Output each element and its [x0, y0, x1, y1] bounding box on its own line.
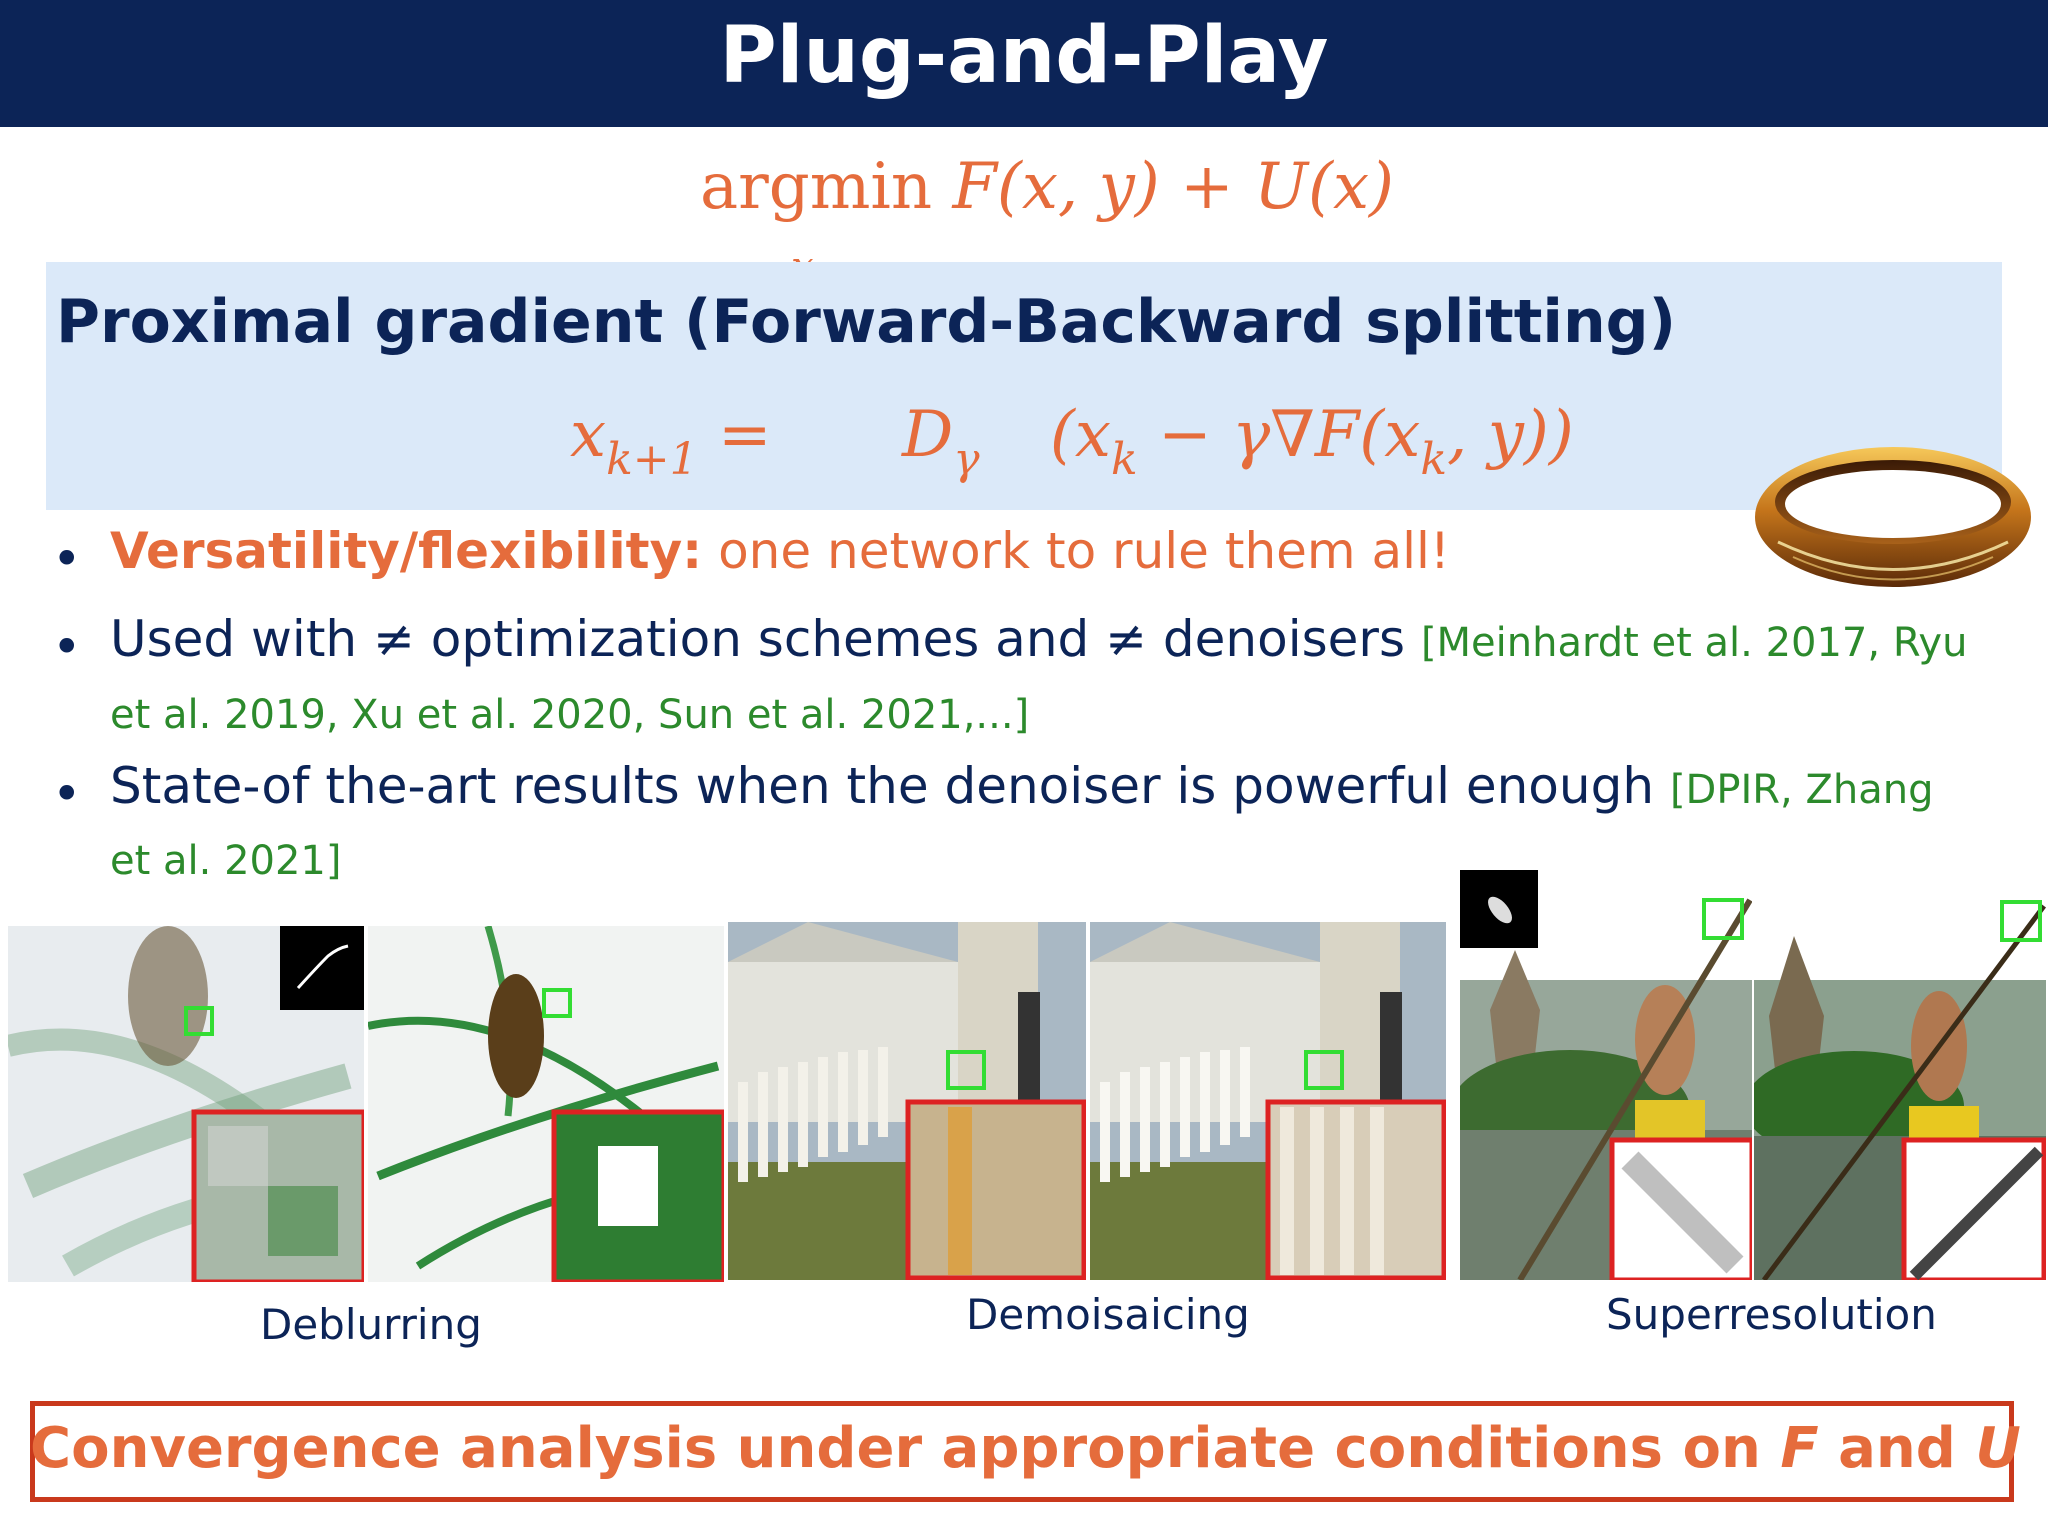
superres-input-image — [1460, 870, 1752, 1280]
demosaicing-input-image — [728, 922, 1086, 1280]
slide-title: Plug-and-Play — [719, 11, 1329, 101]
iter-denoiser-sub: γ — [953, 434, 980, 485]
conclusion-text: Convergence analysis under appropriate c… — [30, 1401, 2021, 1502]
caption-superresolution: Superresolution — [1606, 1290, 1937, 1339]
bullet-dot: • — [52, 765, 82, 823]
conclusion-f: F — [1780, 1416, 1819, 1481]
bullet-2: Used with ≠ optimization schemes and ≠ d… — [110, 610, 1967, 668]
title-bar — [0, 0, 2048, 127]
iter-arg-sub2: k — [1420, 434, 1448, 485]
bullet-2-citation-cont: et al. 2019, Xu et al. 2020, Sun et al. … — [110, 692, 1030, 738]
bullet-1-strong: Versatility/flexibility: — [110, 522, 703, 580]
demosaicing-output-image — [1090, 922, 1446, 1280]
algorithm-heading: Proximal gradient (Forward-Backward spli… — [56, 287, 1677, 357]
iter-arg-sub1: k — [1110, 434, 1138, 485]
superres-output-image — [1754, 896, 2046, 1280]
bullet-1: Versatility/flexibility: one network to … — [110, 522, 1450, 580]
objective-formula: argmin F(x, y) + U(x) — [700, 150, 1394, 224]
caption-demosaicing: Demoisaicing — [966, 1290, 1250, 1339]
conclusion-and: and — [1818, 1416, 1976, 1481]
iter-arg-open: (x — [1049, 398, 1111, 472]
iter-denoiser: D — [901, 398, 954, 472]
bullet-3-citation: [DPIR, Zhang — [1669, 767, 1934, 813]
conclusion-before: Convergence analysis under appropriate c… — [30, 1416, 1781, 1481]
bullet-1-text: one network to rule them all! — [718, 522, 1450, 580]
iter-arg-mid: − γ∇F(x — [1137, 398, 1421, 472]
bullet-2-citation: [Meinhardt et al. 2017, Ryu — [1420, 620, 1968, 666]
iter-arg-close: , y)) — [1447, 398, 1574, 472]
conclusion-u: U — [1975, 1416, 2021, 1481]
bullet-3-citation-cont: et al. 2021] — [110, 838, 342, 884]
iter-equals: = — [717, 398, 772, 472]
iter-lhs-sub: k+1 — [606, 434, 698, 485]
algorithm-box — [46, 262, 2002, 510]
deblurring-input-image — [8, 926, 364, 1282]
caption-deblurring: Deblurring — [260, 1300, 482, 1349]
one-ring-image — [1755, 447, 2031, 587]
deblurring-output-image — [368, 926, 724, 1282]
argmin-operator: argmin — [700, 150, 933, 224]
iter-lhs: x — [570, 398, 607, 472]
bullet-3: State-of the-art results when the denois… — [110, 757, 1934, 815]
bullet-2-text: Used with ≠ optimization schemes and ≠ d… — [110, 610, 1406, 668]
bullet-3-text: State-of the-art results when the denois… — [110, 757, 1655, 815]
iteration-formula: xk+1 = Dγ (xk − γ∇F(xk, y)) — [570, 398, 1574, 485]
bullet-dot: • — [52, 530, 82, 588]
bullet-dot: • — [52, 618, 82, 676]
objective-expression: F(x, y) + U(x) — [952, 150, 1394, 224]
conclusion-frame — [30, 1401, 2014, 1502]
